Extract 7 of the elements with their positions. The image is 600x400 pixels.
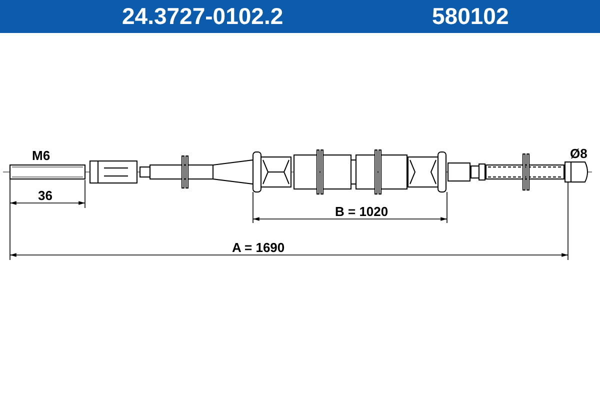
- thread-size-label: M6: [32, 148, 50, 163]
- dimension-value: 36: [38, 188, 52, 203]
- part-number-title: 24.3727-0102.2: [122, 3, 284, 30]
- diameter-label: Ø8: [570, 146, 588, 161]
- dimension-value: A = 1690: [232, 240, 285, 255]
- dimension-value: B = 1020: [335, 204, 388, 219]
- reference-number: 580102: [432, 3, 509, 30]
